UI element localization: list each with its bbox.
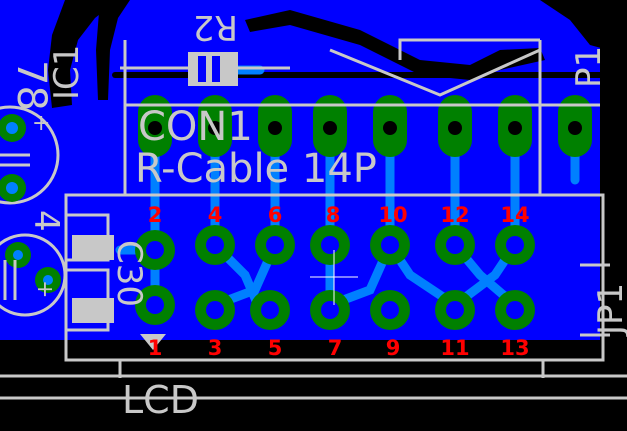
label-ic1: IC1 xyxy=(47,45,87,100)
label-c30: C30 xyxy=(109,240,149,307)
pin-number-label: 1 xyxy=(148,336,163,360)
pin1-marker xyxy=(140,334,166,350)
pin-number-label: 6 xyxy=(268,203,283,227)
con1-pads xyxy=(138,95,592,157)
pin-number-label: 12 xyxy=(440,203,469,227)
copper-clearances xyxy=(0,0,627,375)
pin-number-label: 4 xyxy=(208,203,223,227)
lcd-header-pads xyxy=(135,225,535,330)
r2-resistor xyxy=(120,52,290,86)
pin-number-label: 7 xyxy=(328,336,343,360)
pin-number-label: 8 xyxy=(326,203,341,227)
label-jp1: JP1 xyxy=(591,283,627,337)
label-lcd: LCD xyxy=(122,378,199,422)
pin-number-label: 13 xyxy=(500,336,529,360)
label-78: 78 xyxy=(8,60,54,111)
silkscreen-outlines xyxy=(123,38,610,337)
pin-number-label: 2 xyxy=(148,203,163,227)
c30-capacitor xyxy=(72,235,114,323)
pin-number-label: 10 xyxy=(378,203,407,227)
left-components xyxy=(0,105,67,317)
capacitor-body xyxy=(0,105,60,205)
pin-number-label: 5 xyxy=(268,336,283,360)
pin-number-label: 14 xyxy=(500,203,529,227)
pin-number-label: 11 xyxy=(440,336,469,360)
label-con1-value: R-Cable 14P xyxy=(135,146,377,192)
label-plus-1: + xyxy=(32,111,50,136)
crosshair-cursor xyxy=(310,250,358,305)
pin-number-label: 3 xyxy=(208,336,223,360)
label-four: 4 xyxy=(26,210,66,232)
label-r2: R2 xyxy=(193,7,238,47)
label-plus-2: + xyxy=(32,280,57,298)
label-p1: P1 xyxy=(569,46,609,88)
pin-number-label: 9 xyxy=(386,336,401,360)
label-con1-name: CON1 xyxy=(138,104,253,150)
